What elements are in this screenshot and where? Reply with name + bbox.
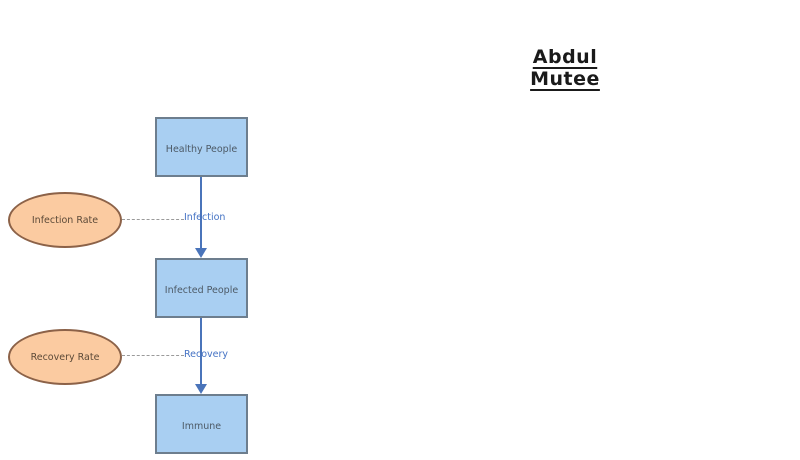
- variable-recovery-rate[interactable]: Recovery Rate: [8, 329, 122, 385]
- link-infection-rate-to-infection[interactable]: [122, 219, 184, 220]
- stock-infected-people[interactable]: Infected People: [155, 258, 248, 318]
- flow-infection-arrow-line[interactable]: [200, 177, 202, 248]
- diagram-title[interactable]: Abdul Mutee: [530, 46, 600, 90]
- flow-recovery-arrowhead-icon: [195, 384, 207, 394]
- variable-infection-rate-label: Infection Rate: [31, 214, 99, 226]
- link-recovery-rate-to-recovery[interactable]: [122, 355, 184, 356]
- flow-label-recovery[interactable]: Recovery: [184, 349, 229, 360]
- flow-label-infection[interactable]: Infection: [184, 212, 226, 223]
- flow-recovery-arrow-line[interactable]: [200, 318, 202, 384]
- variable-recovery-rate-label: Recovery Rate: [30, 351, 100, 363]
- stock-healthy-people[interactable]: Healthy People: [155, 117, 248, 177]
- stock-infected-people-label: Infected People: [164, 284, 239, 296]
- flow-infection-arrowhead-icon: [195, 248, 207, 258]
- stock-immune-label: Immune: [181, 420, 222, 432]
- stock-immune[interactable]: Immune: [155, 394, 248, 454]
- stock-healthy-people-label: Healthy People: [165, 143, 238, 155]
- variable-infection-rate[interactable]: Infection Rate: [8, 192, 122, 248]
